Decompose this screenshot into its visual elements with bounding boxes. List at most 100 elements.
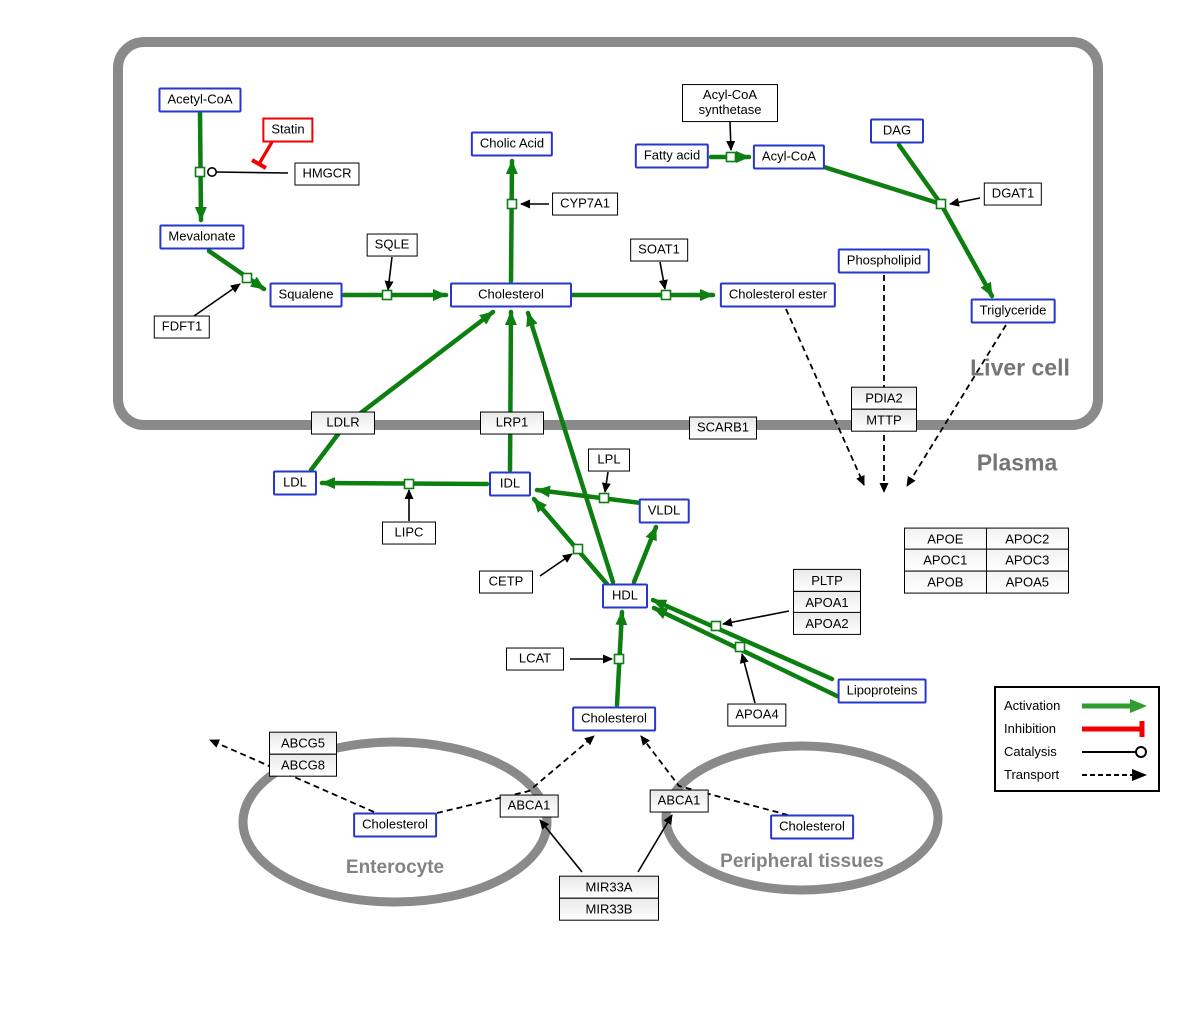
- edge-mir33-abca1-peripheral: [637, 814, 673, 873]
- reaction-cyp7a1: [506, 198, 518, 210]
- legend: Activation Inhibition Catalysis Transpor…: [994, 686, 1160, 792]
- inhibition-statin-tbar: [251, 158, 267, 170]
- apo-cell-apoc3: APOC3: [985, 548, 1069, 572]
- catalysis-lpl: [601, 471, 611, 493]
- reaction-nodes: [194, 151, 947, 665]
- catalysis-circle-hmgcr: [207, 167, 218, 178]
- node-cyp7a1: CYP7A1: [552, 192, 618, 216]
- node-cholesterol-peripheral: Cholesterol: [770, 814, 854, 840]
- legend-row-transport: Transport: [1004, 763, 1150, 786]
- reaction-lcat: [613, 653, 625, 665]
- catalysis-soat1: [658, 261, 668, 290]
- node-apoa4: APOA4: [727, 703, 787, 727]
- abcg-stack: ABCG5 ABCG8: [269, 731, 337, 777]
- liver-cell-label: Liver cell: [970, 354, 1070, 381]
- activation-edges: [194, 110, 995, 708]
- legend-transport-label: Transport: [1004, 767, 1060, 782]
- apo-cell-apoe: APOE: [903, 527, 987, 551]
- transport-enterocyte-abca1-cholesterol: [436, 735, 595, 814]
- edge-cholesterol-cholicacid: [505, 158, 518, 284]
- transport-peripheral-abca1-cholesterol: [640, 735, 789, 816]
- node-sqle: SQLE: [366, 233, 418, 257]
- node-dag: DAG: [870, 118, 924, 144]
- node-phospholipid: Phospholipid: [837, 248, 931, 274]
- edge-lipoproteins-hdl-lower: [651, 605, 840, 699]
- node-statin: Statin: [262, 117, 314, 143]
- catalysis-sqle: [384, 256, 394, 291]
- node-cetp: CETP: [479, 570, 533, 594]
- edge-lipoproteins-hdl-upper: [650, 597, 835, 682]
- peripheral-tissues-label: Peripheral tissues: [720, 851, 884, 872]
- reaction-acylcoa-synthetase: [725, 151, 737, 163]
- reaction-lpl: [598, 492, 610, 504]
- edge-acetylcoa-mevalonate: [194, 110, 207, 223]
- node-cholesterol-plasma: Cholesterol: [572, 706, 656, 732]
- apolipoprotein-table: APOE APOC2 APOC1 APOC3 APOB APOA5: [903, 527, 1069, 594]
- edge-idl-lrp1-cholesterol: [504, 309, 517, 473]
- node-lrp1: LRP1: [480, 411, 544, 435]
- apo-cell-apob: APOB: [903, 570, 987, 594]
- legend-catalysis-label: Catalysis: [1004, 744, 1057, 759]
- node-hmgcr: HMGCR: [294, 162, 360, 186]
- node-scarb1: SCARB1: [688, 416, 758, 440]
- node-pltp: PLTP: [793, 568, 861, 592]
- activation-arrow-icon: [1082, 698, 1147, 713]
- catalysis-acylcoa-synthetase: [726, 121, 736, 151]
- reaction-hmgcr: [194, 166, 206, 178]
- edge-hdl-cholesterol: [525, 310, 616, 585]
- node-abca1-peripheral: ABCA1: [649, 789, 709, 813]
- node-cholesterol-liver: Cholesterol: [450, 282, 572, 308]
- reaction-lipc: [403, 478, 415, 490]
- reaction-sqle: [381, 289, 393, 301]
- node-cholic-acid: Cholic Acid: [470, 131, 554, 157]
- node-acyl-coa-synthetase: Acyl-CoA synthetase: [682, 84, 778, 122]
- node-apoa1: APOA1: [793, 590, 861, 614]
- node-soat1: SOAT1: [630, 238, 688, 262]
- catalysis-dgat1: [949, 197, 981, 207]
- node-lcat: LCAT: [506, 647, 564, 671]
- transport-cholesterolester-plasma: [785, 308, 865, 486]
- apo-cell-apoc2: APOC2: [985, 527, 1069, 551]
- pltp-apoa-stack: PLTP APOA1 APOA2: [793, 568, 861, 636]
- catalysis-edges: [193, 121, 981, 873]
- catalysis-apoa4: [739, 653, 756, 704]
- node-mir33a: MIR33A: [559, 875, 659, 899]
- catalysis-apoa-stack: [722, 610, 790, 627]
- transport-triglyceride-plasma: [906, 324, 1007, 487]
- catalysis-circle-icon: [1082, 745, 1147, 758]
- node-abcg8: ABCG8: [269, 753, 337, 777]
- node-acyl-coa: Acyl-CoA: [752, 144, 826, 170]
- node-apoa2: APOA2: [793, 612, 861, 636]
- node-hdl: HDL: [602, 583, 648, 609]
- node-fatty-acid: Fatty acid: [634, 143, 710, 169]
- reaction-cetp: [572, 543, 584, 555]
- node-triglyceride: Triglyceride: [970, 298, 1056, 324]
- edge-hdl-vldl: [631, 524, 659, 585]
- edge-acylcoa-dgat1: [821, 164, 944, 207]
- inhibition-tbar-icon: [1082, 720, 1145, 737]
- legend-row-inhibition: Inhibition: [1004, 717, 1150, 740]
- reaction-apoa-upper: [710, 620, 722, 632]
- reaction-soat1: [660, 289, 672, 301]
- apo-cell-apoa5: APOA5: [985, 570, 1069, 594]
- node-abcg5: ABCG5: [269, 731, 337, 755]
- edge-mevalonate-squalene: [206, 248, 267, 292]
- legend-row-catalysis: Catalysis: [1004, 740, 1150, 763]
- node-vldl: VLDL: [638, 498, 690, 524]
- edge-dag-dgat1: [896, 142, 944, 207]
- node-lipc: LIPC: [382, 521, 436, 545]
- node-cholesterol-ester: Cholesterol ester: [719, 282, 837, 308]
- node-idl: IDL: [489, 471, 531, 497]
- transport-edges: [209, 275, 1007, 816]
- node-abca1-enterocyte: ABCA1: [499, 794, 559, 818]
- reaction-fdft1: [241, 272, 253, 284]
- reaction-apoa-lower: [734, 641, 746, 653]
- node-squalene: Squalene: [269, 282, 343, 308]
- pdia2-mttp-stack: PDIA2 MTTP: [851, 386, 917, 432]
- node-lipoproteins: Lipoproteins: [837, 678, 927, 704]
- edge-dgat1-triglyceride: [938, 201, 995, 299]
- legend-row-activation: Activation: [1004, 694, 1150, 717]
- node-cholesterol-enterocyte: Cholesterol: [353, 812, 437, 838]
